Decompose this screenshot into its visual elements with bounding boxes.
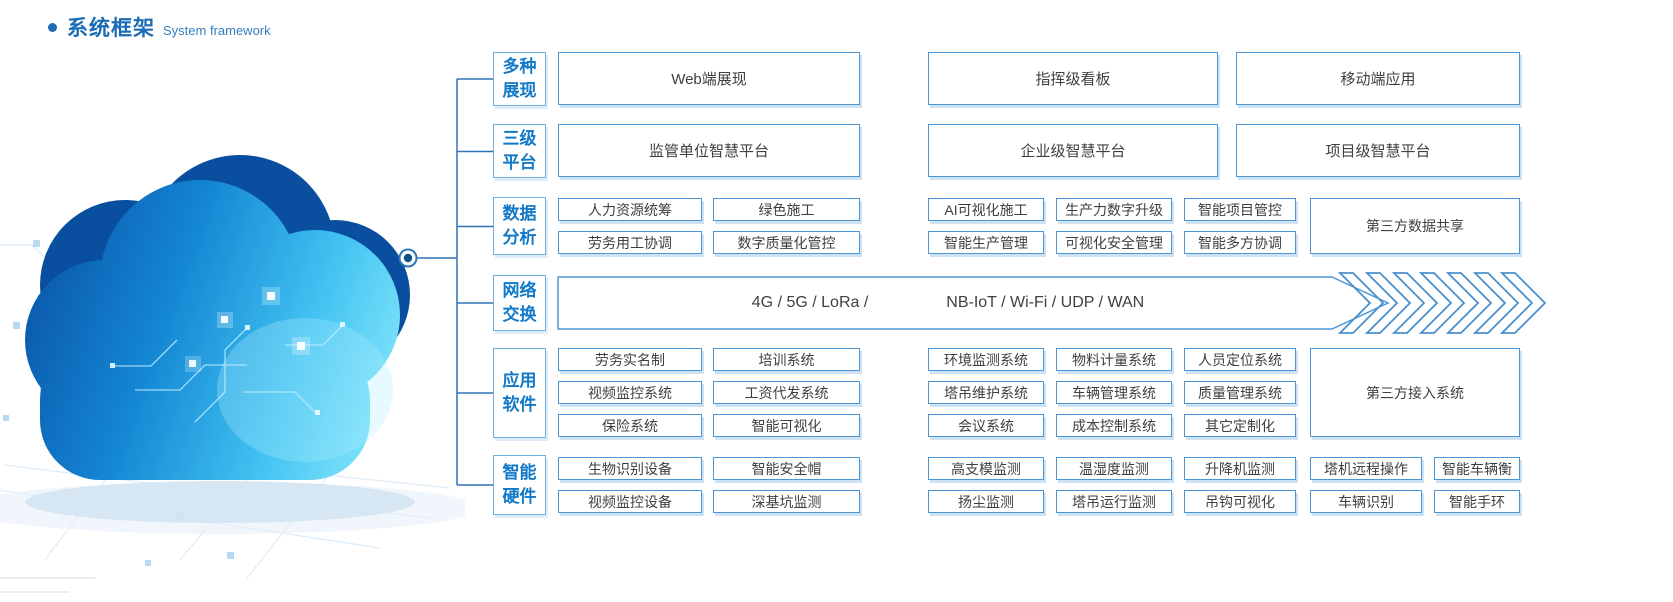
box-project-platform: 项目级智慧平台 (1236, 124, 1520, 177)
box-smart-multiparty: 智能多方协调 (1184, 231, 1296, 254)
bullet-icon (48, 22, 57, 32)
box-other-customization: 其它定制化 (1184, 414, 1296, 437)
box-material-metering: 物料计量系统 (1056, 348, 1172, 371)
network-protocols-2: NB-IoT / Wi-Fi / UDP / WAN (946, 294, 1145, 311)
category-three-level-platform: 三级平台 (493, 124, 546, 178)
box-biometric-device: 生物识别设备 (558, 457, 702, 480)
category-data-analysis: 数据分析 (493, 197, 546, 255)
box-dust-monitor: 扬尘监测 (928, 490, 1044, 513)
box-hoist-monitor: 升降机监测 (1184, 457, 1296, 480)
page-title: 系统框架 System framework (48, 12, 271, 42)
box-tower-crane-maintain: 塔吊维护系统 (928, 381, 1044, 404)
category-multi-display: 多种展现 (493, 52, 546, 106)
box-video-monitor-system: 视频监控系统 (558, 381, 702, 404)
box-productivity-upgrade: 生产力数字升级 (1056, 198, 1172, 221)
box-labor-coordination: 劳务用工协调 (558, 231, 702, 254)
box-quality-mgmt: 质量管理系统 (1184, 381, 1296, 404)
box-smart-visualization: 智能可视化 (713, 414, 860, 437)
cloud-illustration (0, 155, 465, 579)
box-enterprise-platform: 企业级智慧平台 (928, 124, 1218, 177)
box-meeting-system: 会议系统 (928, 414, 1044, 437)
category-network-exchange: 网络交换 (493, 275, 546, 331)
box-insurance-system: 保险系统 (558, 414, 702, 437)
box-smart-helmet: 智能安全帽 (713, 457, 860, 480)
box-third-party-data-share: 第三方数据共享 (1310, 198, 1520, 254)
box-ai-visual-construction: AI可视化施工 (928, 198, 1044, 221)
box-command-board: 指挥级看板 (928, 52, 1218, 105)
box-mobile-app: 移动端应用 (1236, 52, 1520, 105)
box-env-monitor-system: 环境监测系统 (928, 348, 1044, 371)
box-regulator-platform: 监管单位智慧平台 (558, 124, 860, 177)
box-temp-humidity-monitor: 温湿度监测 (1056, 457, 1172, 480)
box-smart-wristband: 智能手环 (1434, 490, 1520, 513)
box-labor-realname: 劳务实名制 (558, 348, 702, 371)
box-formwork-monitor: 高支模监测 (928, 457, 1044, 480)
category-smart-hardware: 智能硬件 (493, 455, 546, 515)
box-smart-weighbridge: 智能车辆衡 (1434, 457, 1520, 480)
title-en: System framework (163, 23, 271, 38)
box-green-construction: 绿色施工 (713, 198, 860, 221)
title-zh: 系统框架 (67, 17, 155, 40)
box-personnel-location: 人员定位系统 (1184, 348, 1296, 371)
box-digital-quality-control: 数字质量化管控 (713, 231, 860, 254)
flow-chevrons-icon (1337, 272, 1547, 334)
box-visual-safety-mgmt: 可视化安全管理 (1056, 231, 1172, 254)
box-third-party-access: 第三方接入系统 (1310, 348, 1520, 437)
box-hr-overall: 人力资源统筹 (558, 198, 702, 221)
box-smart-production-mgmt: 智能生产管理 (928, 231, 1044, 254)
box-training-system: 培训系统 (713, 348, 860, 371)
network-band: 4G / 5G / LoRa / NB-IoT / Wi-Fi / UDP / … (558, 277, 1338, 329)
box-vehicle-mgmt: 车辆管理系统 (1056, 381, 1172, 404)
category-application-software: 应用软件 (493, 348, 546, 438)
box-smart-project-control: 智能项目管控 (1184, 198, 1296, 221)
box-hook-visualization: 吊钩可视化 (1184, 490, 1296, 513)
box-deep-pit-monitor: 深基坑监测 (713, 490, 860, 513)
network-protocols-1: 4G / 5G / LoRa / (751, 294, 869, 311)
box-crane-run-monitor: 塔吊运行监测 (1056, 490, 1172, 513)
box-video-monitor-device: 视频监控设备 (558, 490, 702, 513)
box-tower-remote-operation: 塔机远程操作 (1310, 457, 1422, 480)
box-web-display: Web端展现 (558, 52, 860, 105)
box-cost-control: 成本控制系统 (1056, 414, 1172, 437)
box-vehicle-recognition: 车辆识别 (1310, 490, 1422, 513)
box-salary-payment: 工资代发系统 (713, 381, 860, 404)
